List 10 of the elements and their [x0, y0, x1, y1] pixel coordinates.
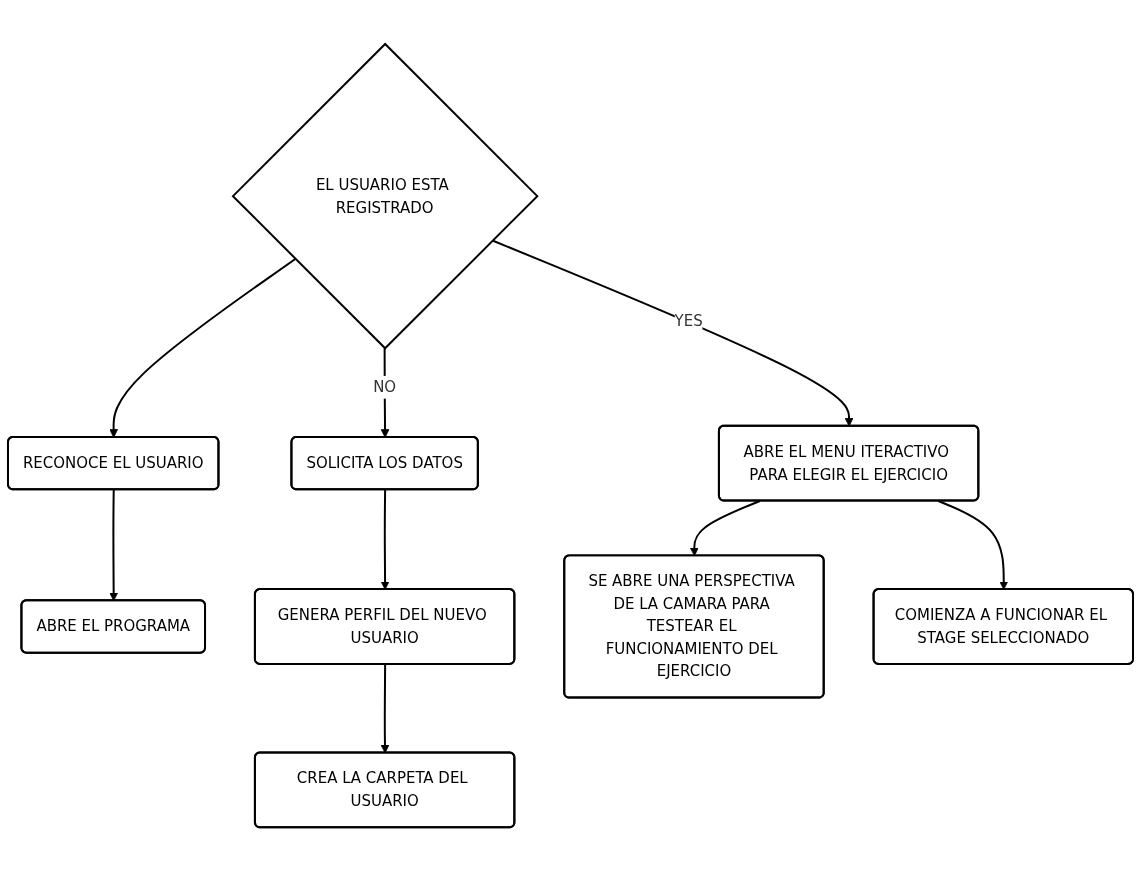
- arrow: [380, 488, 390, 590]
- arrow: [109, 257, 297, 438]
- arrow: [109, 488, 119, 602]
- arrow: [689, 499, 761, 557]
- arrow: [937, 499, 1009, 590]
- edge-label: YES: [674, 311, 703, 330]
- edge-label: NO: [373, 377, 397, 396]
- arrow: [380, 663, 390, 754]
- arrow: [380, 347, 390, 438]
- node-diamond: EL USUARIO ESTA REGISTRADO: [231, 42, 539, 350]
